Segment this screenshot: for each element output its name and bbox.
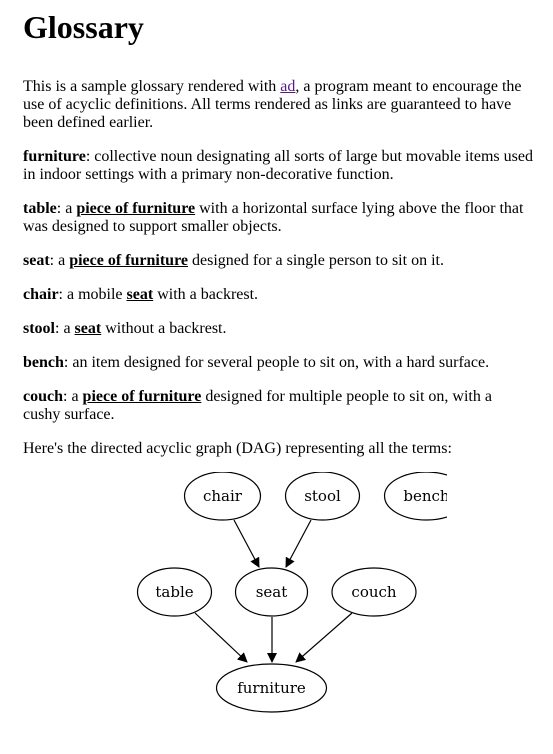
definition-text: : an item designed for several people to… bbox=[63, 354, 490, 371]
intro-text-before: This is a sample glossary rendered with bbox=[23, 78, 281, 95]
node-label-bench: bench bbox=[403, 487, 447, 505]
definition-text: : a bbox=[56, 200, 77, 217]
definition-text: with a backrest. bbox=[153, 286, 259, 303]
term-seat: seat bbox=[23, 252, 50, 269]
dag-graph: chair stool bench table seat couch bbox=[23, 472, 533, 734]
page-title: Glossary bbox=[23, 9, 144, 45]
definition-text: : collective noun designating all sorts … bbox=[23, 148, 533, 183]
definition-table: table: a piece of furniture with a horiz… bbox=[23, 200, 533, 236]
definition-stool: stool: a seat without a backrest. bbox=[23, 320, 533, 338]
definition-bench: bench: an item designed for several peop… bbox=[23, 354, 533, 372]
definition-seat: seat: a piece of furniture designed for … bbox=[23, 252, 533, 270]
definition-text: without a backrest. bbox=[101, 320, 227, 337]
link-piece-of-furniture[interactable]: piece of furniture bbox=[69, 252, 188, 269]
node-seat: seat bbox=[234, 567, 309, 617]
edge-table-furniture bbox=[194, 612, 248, 663]
term-chair: chair bbox=[23, 286, 59, 303]
node-table: table bbox=[136, 567, 213, 617]
definition-text: : a bbox=[63, 388, 83, 405]
term-stool: stool bbox=[23, 320, 55, 337]
definition-couch: couch: a piece of furniture designed for… bbox=[23, 388, 533, 424]
intro-text-after: , a program meant to encourage the use o… bbox=[23, 78, 522, 131]
definition-text: : a bbox=[55, 320, 75, 337]
dag-intro-paragraph: Here's the directed acyclic graph (DAG) … bbox=[23, 440, 452, 457]
node-bench: bench bbox=[383, 472, 447, 521]
edge-stool-seat bbox=[285, 519, 312, 568]
node-label-seat: seat bbox=[256, 583, 288, 601]
definition-text: designed for multiple people to sit on, … bbox=[23, 388, 492, 423]
link-seat[interactable]: seat bbox=[74, 320, 102, 337]
definition-text: with a horizontal surface lying above th… bbox=[23, 200, 524, 235]
edge-couch-furniture bbox=[295, 612, 353, 663]
definition-text: : a mobile bbox=[58, 286, 127, 303]
link-piece-of-furniture[interactable]: piece of furniture bbox=[82, 388, 202, 405]
node-label-table: table bbox=[155, 583, 193, 601]
intro-paragraph: This is a sample glossary rendered with … bbox=[23, 78, 533, 132]
definition-text: : a bbox=[49, 252, 70, 269]
edge-chair-seat bbox=[233, 519, 260, 568]
link-seat[interactable]: seat bbox=[126, 286, 154, 303]
node-stool: stool bbox=[284, 472, 361, 521]
term-bench: bench bbox=[23, 354, 64, 371]
term-couch: couch bbox=[23, 388, 63, 405]
term-furniture: furniture bbox=[23, 148, 86, 165]
node-label-stool: stool bbox=[304, 487, 341, 505]
node-label-chair: chair bbox=[203, 487, 243, 505]
node-furniture: furniture bbox=[215, 663, 328, 713]
definition-chair: chair: a mobile seat with a backrest. bbox=[23, 286, 533, 304]
term-table: table bbox=[23, 200, 57, 217]
node-chair: chair bbox=[183, 472, 262, 521]
node-label-furniture: furniture bbox=[237, 679, 306, 697]
node-couch: couch bbox=[331, 567, 417, 617]
dag-svg: chair stool bench table seat couch bbox=[136, 472, 447, 713]
node-label-couch: couch bbox=[351, 583, 396, 601]
link-piece-of-furniture[interactable]: piece of furniture bbox=[76, 200, 196, 217]
glossary-page: Glossary This is a sample glossary rende… bbox=[0, 9, 553, 734]
definition-text: designed for a single person to sit on i… bbox=[188, 252, 444, 269]
ad-program-link[interactable]: ad bbox=[280, 78, 296, 95]
definition-furniture: furniture: collective noun designating a… bbox=[23, 148, 533, 184]
